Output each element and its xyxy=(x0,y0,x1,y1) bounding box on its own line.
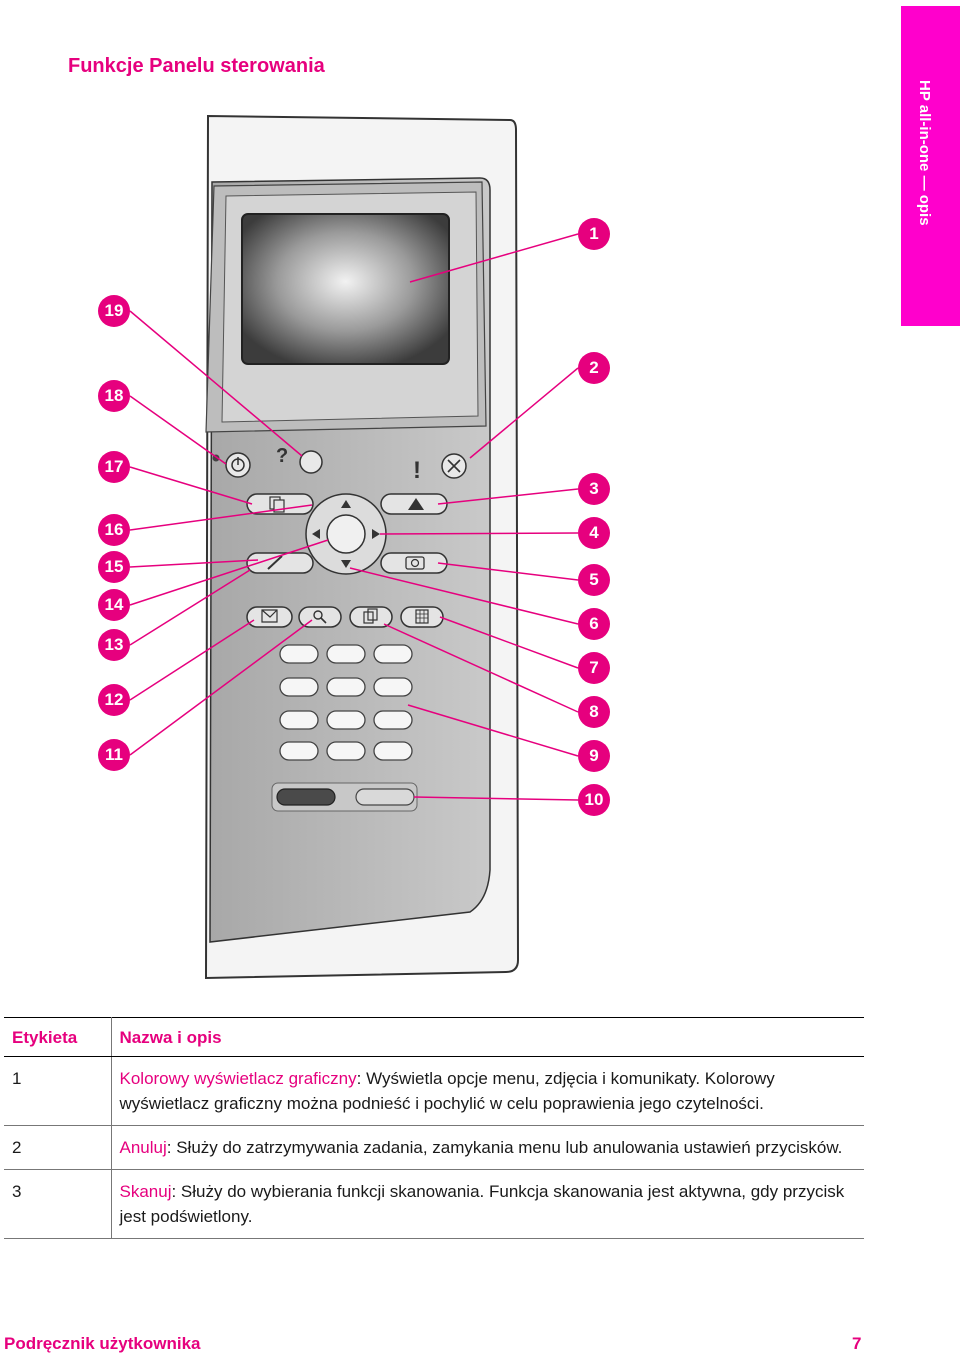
callout-17: 17 xyxy=(98,451,130,483)
callout-18: 18 xyxy=(98,380,130,412)
control-panel-figure: ? ! xyxy=(0,100,900,1000)
rotate-button xyxy=(349,606,393,628)
row-description: Skanuj: Służy do wybierania funkcji skan… xyxy=(111,1169,864,1239)
help-button xyxy=(299,450,323,474)
callout-3: 3 xyxy=(578,473,610,505)
callout-4: 4 xyxy=(578,517,610,549)
row-term: Anuluj xyxy=(119,1138,167,1157)
callout-9: 9 xyxy=(578,740,610,772)
callout-12: 12 xyxy=(98,684,130,716)
envelope-icon xyxy=(261,609,278,623)
callout-10: 10 xyxy=(578,784,610,816)
down-arrow-icon xyxy=(341,560,351,568)
callout-5: 5 xyxy=(578,564,610,596)
callout-8: 8 xyxy=(578,696,610,728)
row-term: Skanuj xyxy=(119,1182,172,1201)
callout-1: 1 xyxy=(578,218,610,250)
right-arrow-icon xyxy=(372,529,380,539)
photo-button xyxy=(380,552,448,574)
alert-icon: ! xyxy=(413,457,421,484)
table-row: 1 Kolorowy wyświetlacz graficzny: Wyświe… xyxy=(4,1056,864,1126)
row-text: : Służy do wybierania funkcji skanowania… xyxy=(119,1182,845,1226)
header-label: Etykieta xyxy=(4,1017,112,1057)
callout-6: 6 xyxy=(578,608,610,640)
leader-lines xyxy=(129,233,579,801)
grid-icon xyxy=(415,609,429,624)
callout-16: 16 xyxy=(98,514,130,546)
zoom-button xyxy=(298,606,342,628)
page-number: 7 xyxy=(852,1334,862,1353)
cancel-icon xyxy=(447,459,461,473)
callout-2: 2 xyxy=(578,352,610,384)
row-text: : Wyświetla opcje menu, zdjęcia i komuni… xyxy=(119,1069,775,1113)
row-text: : Służy do zatrzymywania zadania, zamyka… xyxy=(166,1138,843,1157)
magnifier-icon xyxy=(313,610,323,620)
section-tab-label: HP all-in-one — opis xyxy=(916,80,933,226)
callout-14: 14 xyxy=(98,589,130,621)
callout-11: 11 xyxy=(98,739,130,771)
page-title: Funkcje Panelu sterowania xyxy=(68,55,325,77)
callout-7: 7 xyxy=(578,652,610,684)
ok-button xyxy=(326,514,366,554)
scan-icon xyxy=(408,498,424,510)
proof-sheet-button xyxy=(400,606,444,628)
control-panel-illustration: ? ! xyxy=(129,114,579,980)
table-header-row: Etykieta Nazwa i opis xyxy=(4,1017,864,1057)
fax-button xyxy=(246,552,314,574)
section-tab xyxy=(901,6,960,326)
keypad xyxy=(279,644,413,761)
row-label: 1 xyxy=(4,1056,112,1126)
callout-19: 19 xyxy=(98,295,130,327)
callout-13: 13 xyxy=(98,629,130,661)
label-description-table: Etykieta Nazwa i opis 1 Kolorowy wyświet… xyxy=(4,1017,864,1239)
row-label: 2 xyxy=(4,1125,112,1170)
row-label: 3 xyxy=(4,1169,112,1239)
left-arrow-icon xyxy=(312,529,320,539)
table-row: 3 Skanuj: Służy do wybierania funkcji sk… xyxy=(4,1169,864,1239)
phone-icon xyxy=(267,555,283,570)
start-black-button xyxy=(276,788,336,806)
up-arrow-icon xyxy=(341,500,351,508)
row-description: Anuluj: Służy do zatrzymywania zadania, … xyxy=(111,1125,864,1170)
help-icon: ? xyxy=(276,445,288,467)
callout-15: 15 xyxy=(98,551,130,583)
footer-title: Podręcznik użytkownika xyxy=(4,1334,201,1353)
camera-icon xyxy=(405,556,425,570)
header-desc: Nazwa i opis xyxy=(111,1017,864,1057)
table-row: 2 Anuluj: Służy do zatrzymywania zadania… xyxy=(4,1125,864,1170)
start-color-button xyxy=(355,788,415,806)
row-description: Kolorowy wyświetlacz graficzny: Wyświetl… xyxy=(111,1056,864,1126)
row-term: Kolorowy wyświetlacz graficzny xyxy=(119,1069,357,1088)
